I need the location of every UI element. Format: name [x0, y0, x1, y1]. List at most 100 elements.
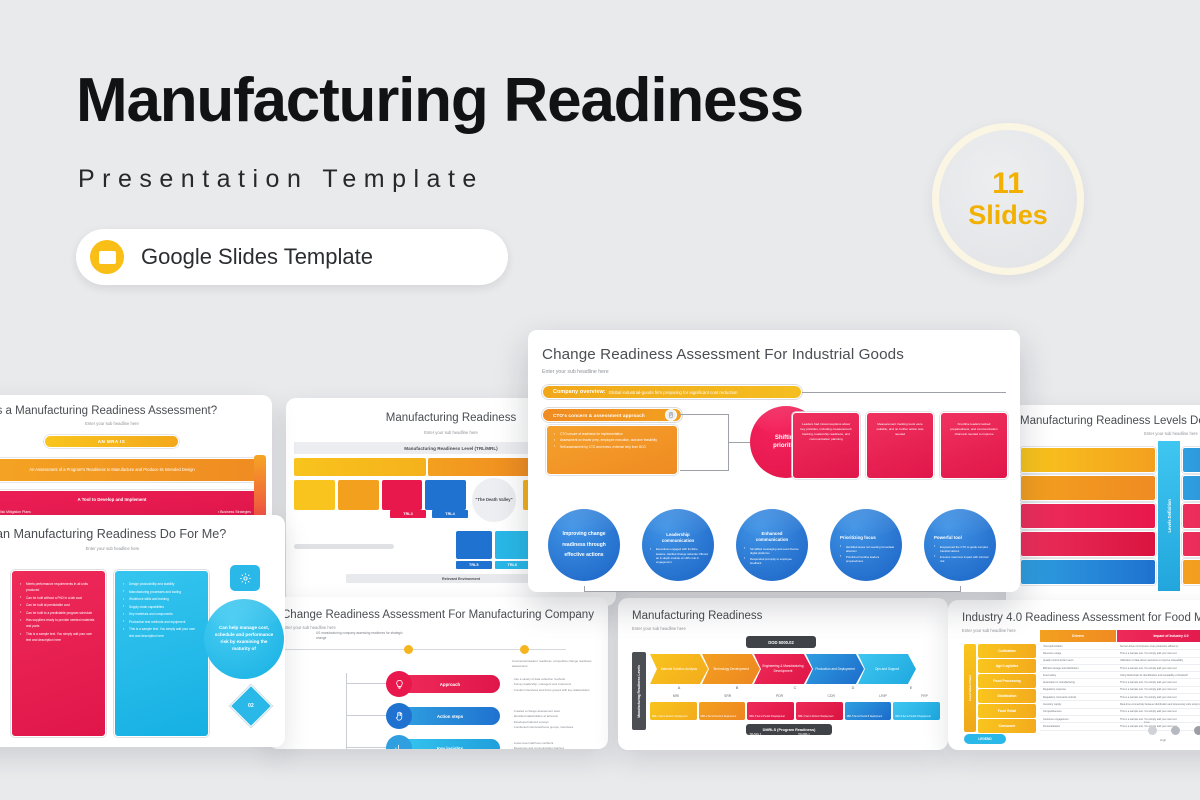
slides-count-number: 11	[992, 167, 1024, 201]
google-slides-badge-label: Google Slides Template	[141, 244, 373, 269]
slide-title: Change Readiness Assessment For Manufact…	[282, 609, 594, 621]
timeline-node	[520, 645, 529, 654]
trl-label: TRL3	[403, 512, 413, 516]
slides-count-word: Slides	[968, 199, 1048, 230]
slide-thumbnail-what-can-mr-do[interactable]: What Can Manufacturing Readiness Do For …	[0, 515, 285, 747]
slide-thumbnail-industry40-food[interactable]: Industry 4.0 Readiness Assessment for Fo…	[948, 600, 1200, 750]
table-cell-driver: Quality control at farm level	[1043, 659, 1074, 663]
google-slides-badge[interactable]: Google Slides Template	[76, 229, 508, 285]
google-slides-icon	[90, 240, 124, 274]
dmrls-box: DMRLS (Program Readiness)	[746, 724, 832, 735]
connector-line	[728, 442, 750, 443]
slide-thumbnail-change-readiness-manufacturing[interactable]: Change Readiness Assessment For Manufact…	[268, 597, 608, 749]
table-cell-driver: Automation in manufacturing	[1043, 681, 1075, 685]
table-cell-driver: Regulatory response	[1043, 688, 1067, 692]
cto-approach-bullets: CTO unsure of readiness for implementati…	[546, 425, 678, 475]
mrl-row-band	[1020, 475, 1156, 501]
connector-line	[802, 392, 1006, 393]
cost-schedule-circle: Can help manage cost, schedule and perfo…	[204, 599, 284, 679]
mrl-row-band	[1020, 503, 1156, 529]
trl-label: TRL4	[445, 512, 455, 516]
phase-letters: A B C D E	[677, 686, 913, 690]
food-group-column: Cultivation Agri Logistics Food Processi…	[978, 644, 1036, 733]
featured-slide[interactable]: Change Readiness Assessment For Industri…	[528, 330, 1020, 592]
mra-is-pill: AN MRA IS	[44, 435, 179, 448]
table-cell-impact: This is a sample text. You simply add yo…	[1120, 651, 1177, 655]
featured-slide-title: Change Readiness Assessment For Industri…	[542, 346, 904, 363]
connector-line	[346, 683, 388, 684]
food-table-header: Drivers Impact of Industry 4.0 Extent of…	[1040, 630, 1200, 642]
legend-high: High	[1160, 738, 1167, 742]
table-row: Inventory supply Real-time connectivity b…	[1040, 701, 1200, 709]
slide-title: Manufacturing Readiness	[632, 610, 763, 622]
slide-title: What is a Manufacturing Readiness Assess…	[0, 405, 218, 417]
action-circle: Leadership communication Executives enga…	[642, 509, 714, 581]
actions-intro-circle: Improving change readiness through effec…	[548, 509, 620, 581]
slide-subtitle: Enter your sub headline here	[85, 421, 139, 426]
mrl-row-band	[1182, 475, 1200, 501]
slide-thumbnail-manufacturing-readiness-dod[interactable]: Manufacturing Readiness Enter your sub h…	[618, 598, 948, 750]
slide-subtitle: Enter your sub headline here	[282, 625, 336, 630]
table-cell-impact: This is a sample text. You simply add yo…	[1120, 688, 1177, 692]
mrl-row-band	[1182, 559, 1200, 585]
slide-subtitle: Enter your sub headline here	[962, 628, 1016, 633]
slide-thumbnail-mrl-definition[interactable]: Manufacturing Readiness Levels Definitio…	[1006, 405, 1200, 610]
slide-title: Manufacturing Readiness Levels Definitio…	[1020, 415, 1200, 427]
timeline-line	[268, 649, 566, 650]
mrl-spine: Manufacturing Readiness Levels	[632, 652, 646, 730]
mrl-row-band	[1020, 531, 1156, 557]
table-cell-driver: Personalization	[1043, 724, 1061, 728]
slides-count-badge: 11 Slides	[932, 123, 1084, 275]
mrl-cells: MRL 1 Set to Period 1 Deployment TRL/MRL…	[650, 702, 941, 736]
table-cell-impact: This is a sample text. You simply add yo…	[1120, 695, 1177, 699]
mrl-row-band	[1020, 447, 1156, 473]
pink-feature-column: Meets performance requirements in all un…	[11, 570, 106, 737]
slide-subtitle: Enter your sub headline here	[632, 626, 686, 631]
connector-line	[346, 747, 388, 748]
lightbulb-icon	[386, 671, 412, 697]
mrl-spine: Levels Definition	[1158, 441, 1180, 591]
featured-slide-subtitle: Enter your sub headline here	[542, 369, 609, 375]
table-cell-driver: Inventory supply	[1043, 703, 1062, 707]
hand-icon	[386, 703, 412, 729]
page-title: Manufacturing Readiness	[76, 66, 804, 135]
connector-line	[960, 586, 961, 592]
action-notes: · Created a change assessment team · Ide…	[512, 709, 574, 730]
insight-note: Commercial leaders' readiness, competiti…	[512, 659, 592, 669]
table-row: Regulatory response This is a sample text…	[1040, 687, 1200, 695]
table-row: Efficient storage and distribution This i…	[1040, 665, 1200, 673]
mra-definition-band: An Assessment of a Program's Readiness t…	[0, 458, 262, 482]
table-cell-driver: Customer engagement	[1043, 717, 1069, 721]
milestone-labels: MRI SRR PDR CDR LRIP FRP	[672, 694, 928, 698]
clipboard-icon	[665, 409, 677, 421]
timeline-node	[404, 645, 413, 654]
row-label-approach: Approach	[400, 675, 500, 693]
table-row: Automation in manufacturing This is a sam…	[1040, 679, 1200, 687]
gear-icon	[230, 565, 260, 591]
death-valley-circle: "The Death Valley"	[472, 478, 516, 522]
mrl-row-band	[1182, 531, 1200, 557]
connector-line	[680, 470, 728, 471]
table-cell-impact: This is a sample text. You simply add yo…	[1120, 681, 1177, 685]
mrl-row-band	[1182, 503, 1200, 529]
table-cell-driver: Food safety	[1043, 673, 1057, 677]
slide-subtitle: Enter your sub headline here	[1144, 431, 1198, 436]
trl-label: TRL5	[469, 563, 479, 567]
insight-notes: · Lower-level staff less confident · Res…	[512, 741, 565, 749]
trl-label: TRL6	[507, 563, 518, 567]
table-cell-impact: Real-time connectivity between distribut…	[1120, 703, 1200, 707]
connector-line	[584, 591, 960, 592]
slide-subtitle: Enter your sub headline here	[85, 546, 140, 551]
timeline-note: US manufacturing company assessing readi…	[316, 631, 403, 641]
table-cell-driver: Yield optimization	[1043, 644, 1063, 648]
table-cell-driver: Efficient storage and distribution	[1043, 666, 1079, 670]
mrl-footer-band: Relevant Environment	[346, 574, 576, 583]
badge-02: 02	[229, 684, 273, 728]
slide-title: Manufacturing Readiness	[385, 412, 517, 424]
table-cell-impact: This is a sample text. You simply add yo…	[1120, 666, 1177, 670]
